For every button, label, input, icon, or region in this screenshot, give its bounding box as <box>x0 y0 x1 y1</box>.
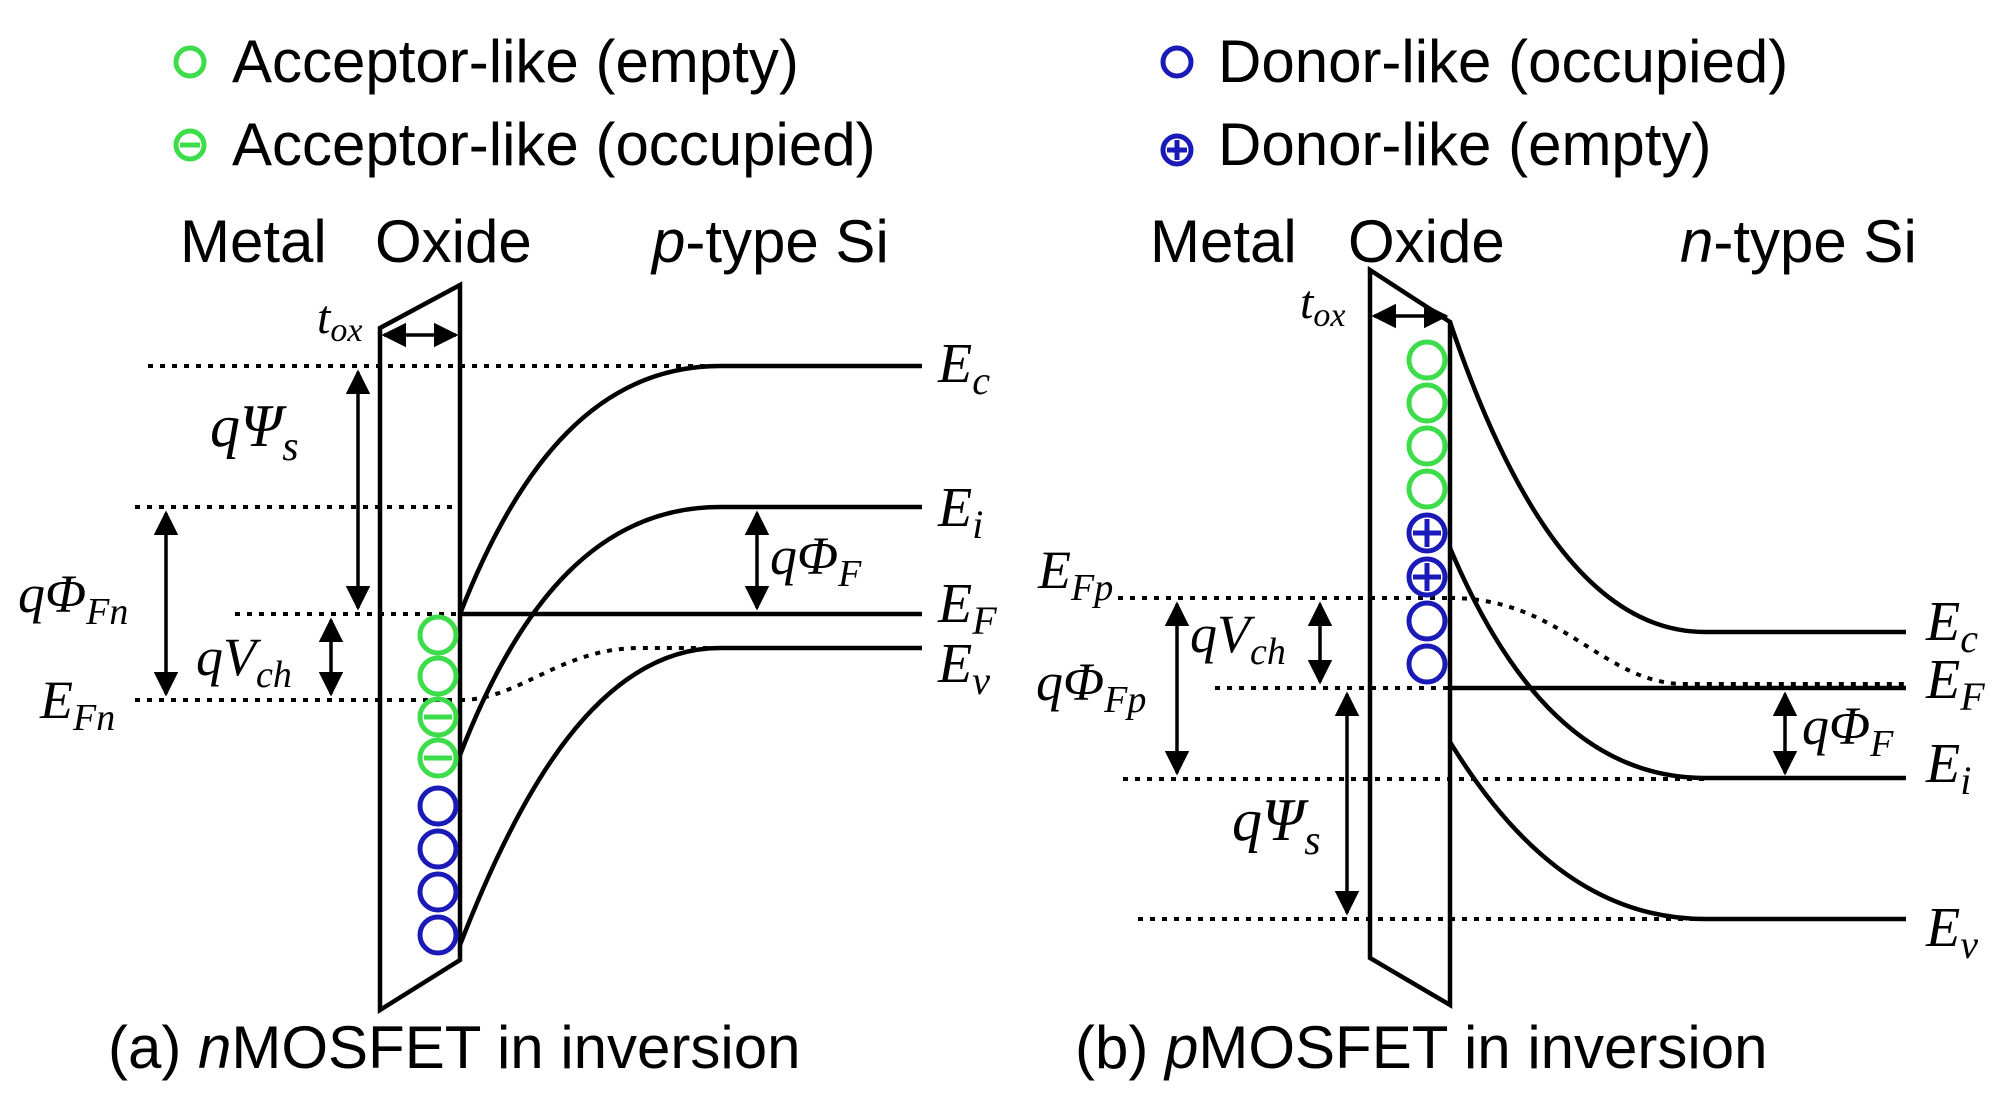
panel-a-si-label: p-type Si <box>650 208 889 275</box>
panel-b-efp-label: EFp <box>1037 540 1113 609</box>
panel-a-metal-label: Metal <box>180 208 327 275</box>
panel-a-ei-band <box>457 504 922 756</box>
donor-empty-trap <box>1406 556 1448 598</box>
panel-a-interface-traps <box>417 614 459 956</box>
panel-a-ev-band <box>457 645 922 946</box>
legend-donor-empty: Donor-like (empty) <box>1160 111 1711 178</box>
donor-occupied-icon <box>1160 45 1194 79</box>
panel-a-psi-s-label: qΨs <box>210 393 299 470</box>
legend: Acceptor-like (empty) Acceptor-like (occ… <box>173 28 1788 178</box>
donor-occupied-trap <box>417 914 459 956</box>
panel-b-caption: (b) pMOSFET in inversion <box>1075 1014 1767 1081</box>
acceptor-occupied-icon <box>173 128 207 162</box>
panel-a-ev-label: Ev <box>937 633 990 703</box>
panel-b-ec-band <box>1447 321 1906 635</box>
legend-donor-occupied: Donor-like (occupied) <box>1160 28 1788 95</box>
acceptor-empty-trap <box>417 614 459 656</box>
acceptor-empty-trap <box>1406 468 1448 510</box>
panel-b-ei-label: Ei <box>1925 733 1971 803</box>
legend-acceptor-occupied-label: Acceptor-like (occupied) <box>232 111 876 178</box>
acceptor-empty-trap <box>417 655 459 697</box>
acceptor-empty-trap <box>1406 339 1448 381</box>
panel-b-ev-label: Ev <box>1925 897 1978 967</box>
panel-b-phi-fp-label: qΦFp <box>1036 652 1146 721</box>
legend-donor-occupied-label: Donor-like (occupied) <box>1218 28 1788 95</box>
legend-donor-empty-label: Donor-like (empty) <box>1218 111 1711 178</box>
panel-b-si-label: n-type Si <box>1680 208 1917 275</box>
donor-empty-icon <box>1160 133 1194 167</box>
panel-b-phi-f-label: qΦF <box>1802 696 1894 765</box>
panel-a-ec-label: Ec <box>937 333 990 403</box>
panel-a-ec-band <box>457 363 922 615</box>
panel-a-oxide-layer <box>377 281 463 1015</box>
panel-b-vch-label: qVch <box>1190 604 1286 673</box>
donor-occupied-trap <box>1406 600 1448 642</box>
panel-b-psi-s-label: qΨs <box>1232 787 1321 864</box>
donor-empty-trap <box>1406 512 1448 554</box>
panel-a-oxide-label: Oxide <box>375 208 532 275</box>
panel-a-vch-label: qVch <box>196 627 292 696</box>
panel-a-phi-fn-label: qΦFn <box>18 564 128 633</box>
panel-b-metal-label: Metal <box>1150 208 1297 275</box>
panel-a-efn-quasi <box>459 646 720 702</box>
legend-acceptor-empty: Acceptor-like (empty) <box>173 28 799 95</box>
panel-a-nmosfet: Metal Oxide p-type Si <box>18 208 997 1081</box>
donor-occupied-trap <box>417 871 459 913</box>
panel-b-ei-band <box>1447 547 1906 781</box>
panel-a-ef-label: EF <box>937 573 997 643</box>
panel-a-ei-label: Ei <box>937 477 983 547</box>
panel-b-ev-band <box>1448 740 1906 922</box>
panel-b-tox-label: tox <box>1300 276 1345 334</box>
legend-acceptor-occupied: Acceptor-like (occupied) <box>173 111 876 178</box>
panel-a-tox-label: tox <box>317 291 362 349</box>
acceptor-empty-trap <box>1406 425 1448 467</box>
legend-acceptor-empty-label: Acceptor-like (empty) <box>232 28 799 95</box>
donor-occupied-trap <box>417 828 459 870</box>
donor-occupied-trap <box>1406 643 1448 685</box>
acceptor-occupied-trap <box>417 696 459 738</box>
acceptor-empty-icon <box>173 45 207 79</box>
panel-a-phi-f-label: qΦF <box>770 526 862 595</box>
acceptor-occupied-trap <box>417 737 459 779</box>
panel-b-ec-label: Ec <box>1925 591 1978 661</box>
acceptor-empty-trap <box>1406 382 1448 424</box>
panel-b-interface-traps <box>1406 339 1448 685</box>
panel-b-oxide-label: Oxide <box>1348 208 1505 275</box>
panel-b-pmosfet: Metal Oxide n-type Si <box>1036 208 1985 1081</box>
panel-a-caption: (a) nMOSFET in inversion <box>108 1014 800 1081</box>
donor-occupied-trap <box>417 785 459 827</box>
panel-a-efn-label: EFn <box>39 670 115 739</box>
panel-b-efp-quasi <box>1449 596 1906 686</box>
panel-b-ef-label: EF <box>1925 649 1985 719</box>
